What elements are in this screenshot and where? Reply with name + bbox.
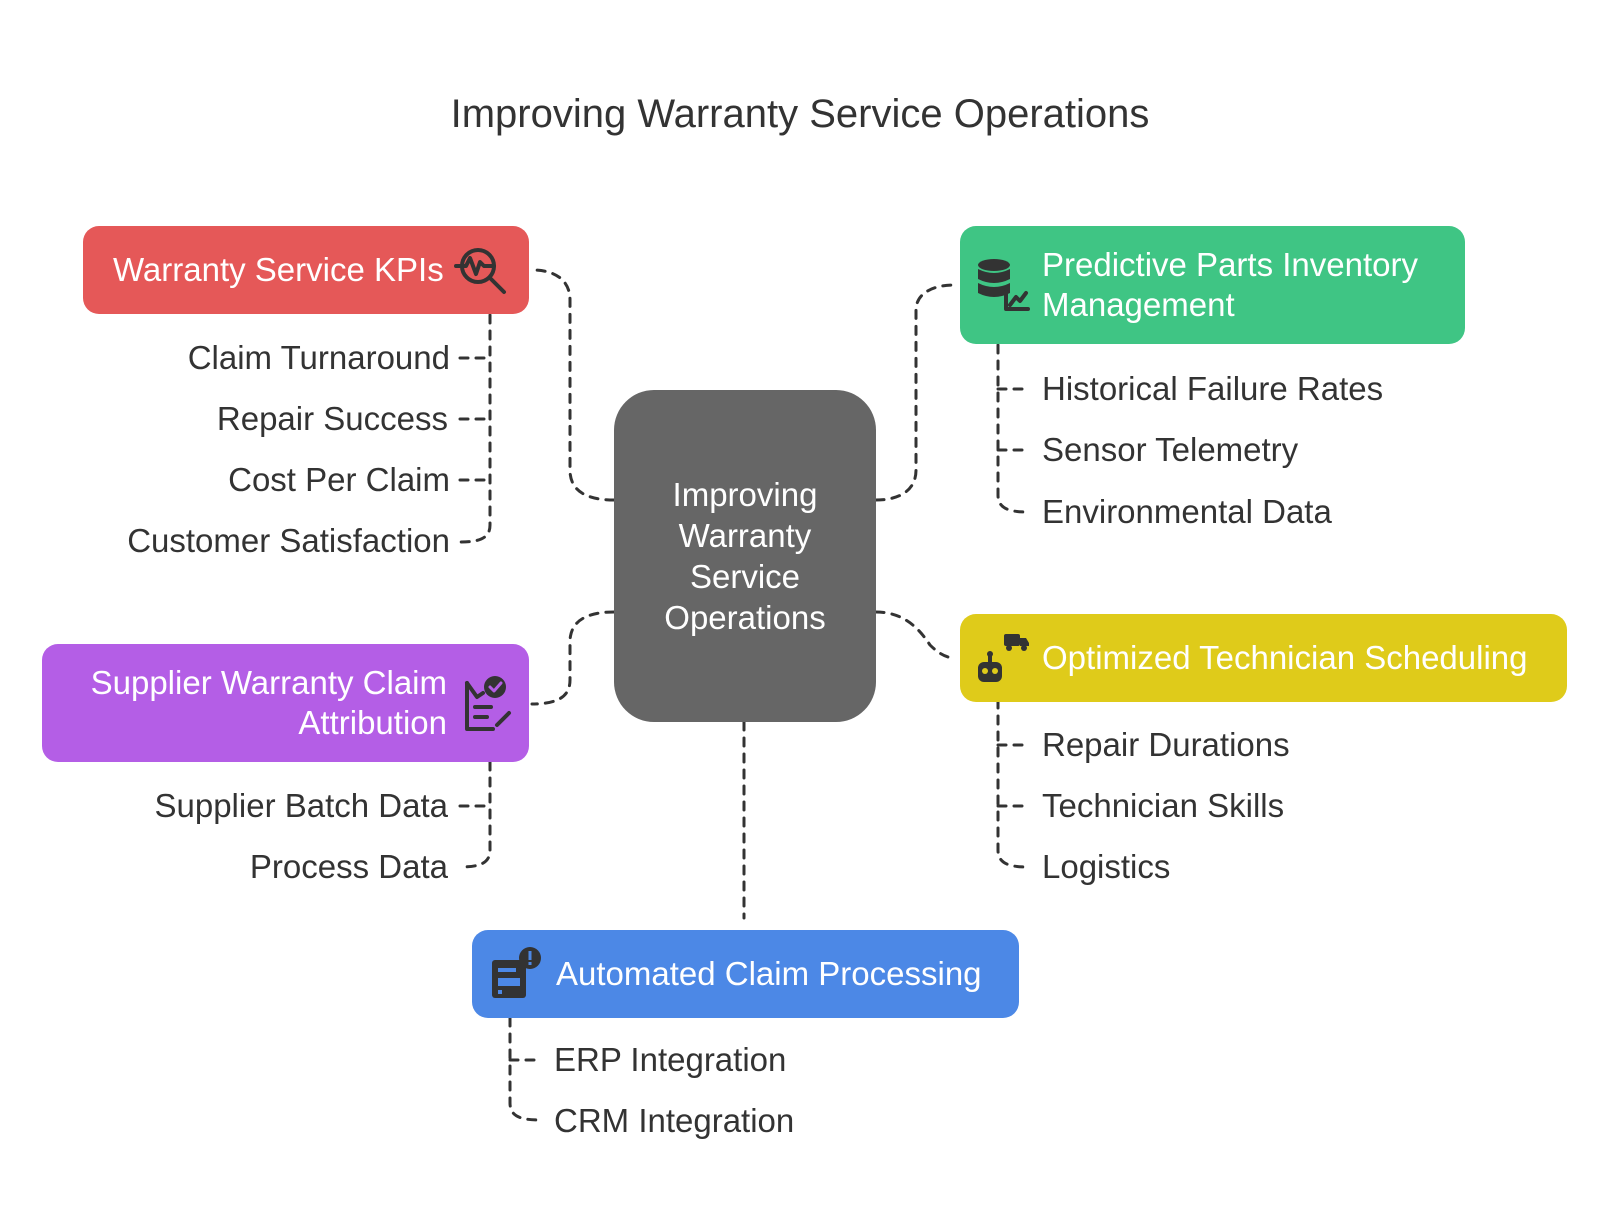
diagram-title: Improving Warranty Service Operations [450, 92, 1150, 136]
kpis-item-cost-per-claim: Cost Per Claim [228, 461, 450, 498]
scheduling-label: Optimized Technician Scheduling [1042, 639, 1528, 676]
scheduling-node: Optimized Technician Scheduling [960, 614, 1567, 702]
automated-item-erp-integration: ERP Integration [554, 1041, 787, 1078]
kpis-item-claim-turnaround: Claim Turnaround [187, 339, 450, 376]
technician-truck-icon [978, 634, 1029, 682]
scheduling-item-repair-durations: Repair Durations [1042, 726, 1290, 763]
automated-item-crm-integration: CRM Integration [554, 1102, 795, 1139]
connector-center-kpis [530, 268, 616, 502]
connector-center-supplier [530, 610, 616, 706]
center-topic-node: Improving Warranty Service Operations [614, 390, 876, 722]
connector-automated-trunk [508, 1016, 542, 1122]
predictive-label-line1: Predictive Parts Inventory [1042, 246, 1418, 283]
kpis-item-repair-success: Repair Success [216, 400, 448, 437]
connector-center-scheduling [874, 610, 957, 660]
supplier-label-line2: Attribution [298, 704, 447, 741]
connector-center-predictive [874, 283, 957, 502]
predictive-item-environmental-data: Environmental Data [1042, 493, 1332, 530]
supplier-label-line1: Supplier Warranty Claim [90, 664, 447, 701]
automated-label: Automated Claim Processing [556, 955, 982, 992]
connector-kpis-trunk [458, 313, 492, 544]
form-alert-icon [492, 947, 541, 998]
connector-supplier-trunk [458, 760, 492, 869]
automated-node: Automated Claim Processing [472, 930, 1019, 1018]
scheduling-item-logistics: Logistics [1042, 848, 1171, 885]
kpis-node: Warranty Service KPIs [83, 226, 529, 314]
kpis-label: Warranty Service KPIs [113, 251, 444, 288]
connector-scheduling-trunk [996, 698, 1030, 869]
supplier-item-process-data: Process Data [249, 848, 448, 885]
kpis-item-customer-satisfaction: Customer Satisfaction [127, 522, 450, 559]
database-chart-icon [978, 259, 1030, 311]
monitoring-magnifier-icon [453, 248, 506, 294]
supplier-node: Supplier Warranty Claim Attribution [42, 644, 529, 762]
supplier-item-batch-data: Supplier Batch Data [154, 787, 448, 824]
connector-predictive-trunk [996, 343, 1030, 514]
predictive-node: Predictive Parts Inventory Management [960, 226, 1465, 344]
supplier-checklist-icon [465, 676, 511, 731]
center-topic-label: Improving Warranty Service Operations [664, 476, 826, 636]
predictive-label-line2: Management [1042, 286, 1235, 323]
predictive-item-historical-failure-rates: Historical Failure Rates [1042, 370, 1384, 407]
scheduling-item-technician-skills: Technician Skills [1042, 787, 1285, 824]
predictive-item-sensor-telemetry: Sensor Telemetry [1042, 431, 1299, 468]
